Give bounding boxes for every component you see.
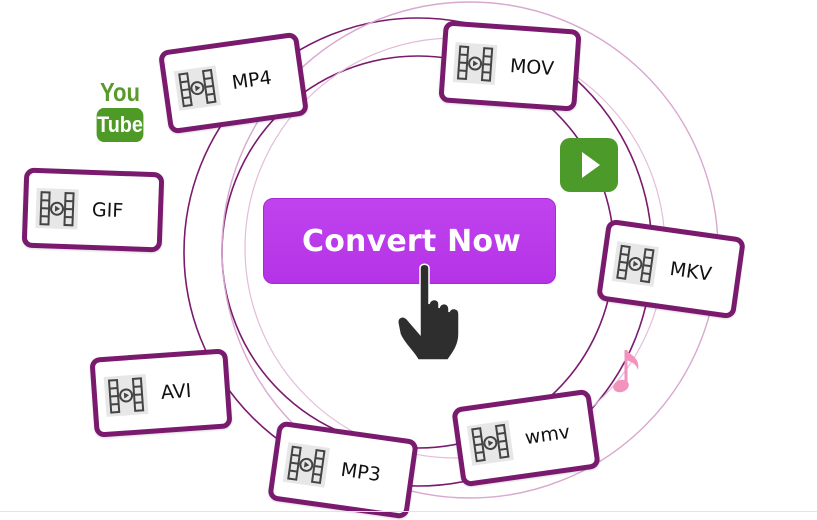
- youtube-logo: You Tube: [90, 78, 150, 142]
- format-label: MOV: [509, 55, 554, 80]
- format-label: GIF: [92, 199, 124, 222]
- film-strip-icon: [104, 374, 149, 417]
- film-strip-icon: [467, 420, 514, 465]
- format-label: MP4: [230, 67, 273, 94]
- film-strip-icon: [612, 241, 659, 286]
- film-strip-icon: [35, 188, 78, 229]
- youtube-logo-you: You: [95, 78, 146, 106]
- format-label: MP3: [339, 459, 382, 486]
- format-card-mov[interactable]: MOV: [438, 20, 581, 111]
- film-strip-icon: [174, 65, 221, 110]
- format-label: MKV: [668, 258, 713, 286]
- format-label: wmv: [523, 421, 571, 449]
- play-icon: [560, 138, 618, 192]
- divider: [0, 511, 817, 512]
- youtube-logo-tube: Tube: [97, 108, 144, 142]
- format-card-avi[interactable]: AVI: [89, 348, 232, 437]
- film-strip-icon: [283, 442, 330, 487]
- format-card-gif[interactable]: GIF: [22, 168, 165, 253]
- music-note-icon: [612, 346, 642, 398]
- format-label: AVI: [160, 380, 192, 404]
- film-strip-icon: [453, 42, 498, 85]
- pointing-hand-icon: [396, 262, 468, 362]
